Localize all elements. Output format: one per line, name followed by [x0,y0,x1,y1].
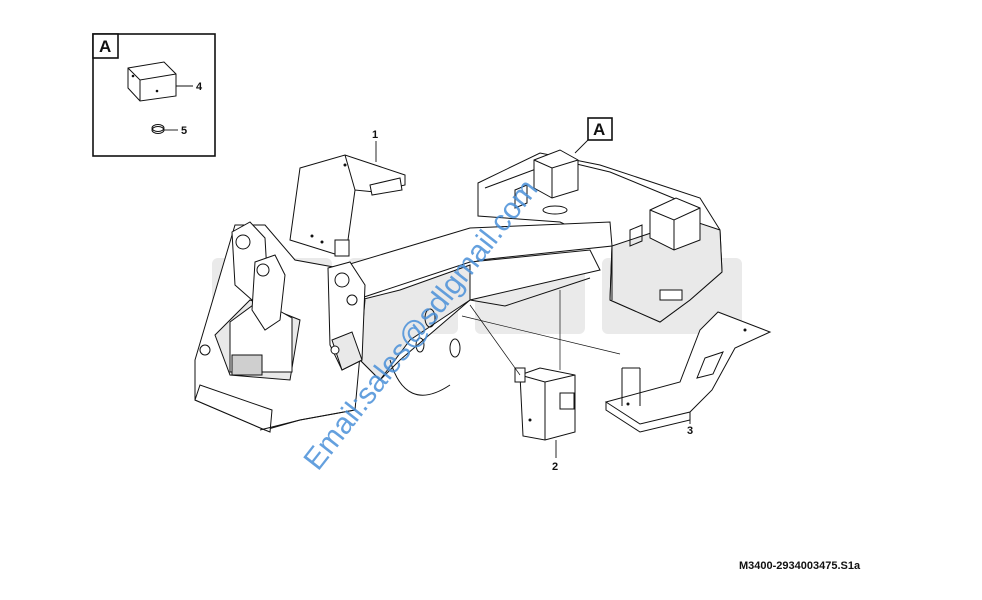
part-2-bracket [514,367,576,441]
detail-ref-label: A [593,120,605,139]
callout-5: 5 [181,125,187,137]
drawing-code: M3400-2934003475.S1a [739,560,861,572]
main-frame-rails [329,221,613,396]
detail-box: A 4 5 [92,33,216,157]
nut [151,124,165,134]
callout-3: 3 [687,425,693,437]
part-3-step-plate [604,311,772,433]
detail-ref-marker: A [574,117,613,154]
front-loader-tower [194,221,366,433]
detail-box-label: A [99,37,111,56]
callout-2: 2 [552,461,558,473]
counterweight-block [127,61,177,102]
callout-4: 4 [196,81,203,93]
part-1-plate [289,154,406,257]
callout-1: 1 [372,129,378,141]
assembly-dash-lines [461,290,621,376]
